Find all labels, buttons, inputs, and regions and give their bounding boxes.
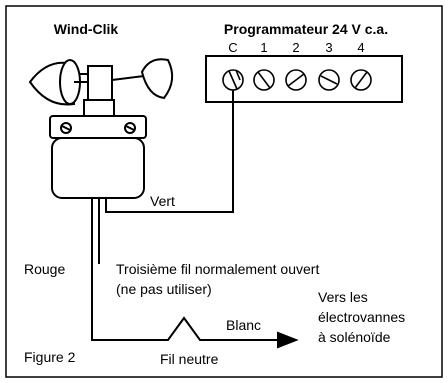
third-wire-label-line-2: (ne pas utiliser) <box>116 281 212 297</box>
anemometer-cup-right <box>140 58 174 100</box>
screw-left-slot <box>61 125 71 131</box>
screw-right-slot <box>125 125 135 131</box>
terminal-label-2: 2 <box>292 40 299 55</box>
red-wire <box>91 198 218 341</box>
valves-label-line-1: Vers les <box>318 289 368 305</box>
white-wire-label: Blanc <box>226 317 261 333</box>
terminal-label-3: 3 <box>325 40 332 55</box>
figure-frame <box>5 5 443 378</box>
green-wire <box>105 90 234 213</box>
figure-label: Figure 2 <box>24 349 76 365</box>
anemometer-hub <box>87 65 113 101</box>
terminal-1-slot <box>257 71 271 89</box>
controller-terminal-block: C 1 2 3 4 <box>205 40 403 103</box>
sensor-body <box>51 137 145 199</box>
terminal-label-4: 4 <box>357 40 364 55</box>
red-wire-label: Rouge <box>24 261 65 277</box>
valves-label-line-3: à solénoïde <box>318 329 391 345</box>
neutral-wire-label: Fil neutre <box>160 351 219 367</box>
arrow-head <box>277 331 299 349</box>
sensor-neck <box>83 99 115 117</box>
terminal-2-slot <box>287 73 305 87</box>
terminal-label-1: 1 <box>260 40 267 55</box>
anemometer-arm-right <box>111 75 145 81</box>
green-wire-label: Vert <box>150 193 175 209</box>
terminal-c-slot <box>228 70 238 90</box>
wind-clik-sensor <box>28 58 174 199</box>
terminal-c-slot-b <box>235 69 241 81</box>
third-wire-label-line-1: Troisième fil normalement ouvert <box>116 261 319 277</box>
controller-title: Programmateur 24 V c.a. <box>224 21 388 37</box>
terminal-4-slot <box>354 71 368 89</box>
valves-label-line-2: électrovannes <box>318 309 405 325</box>
terminal-3-slot <box>320 75 338 85</box>
sensor-title: Wind-Clik <box>54 21 119 37</box>
terminal-label-c: C <box>228 40 237 55</box>
